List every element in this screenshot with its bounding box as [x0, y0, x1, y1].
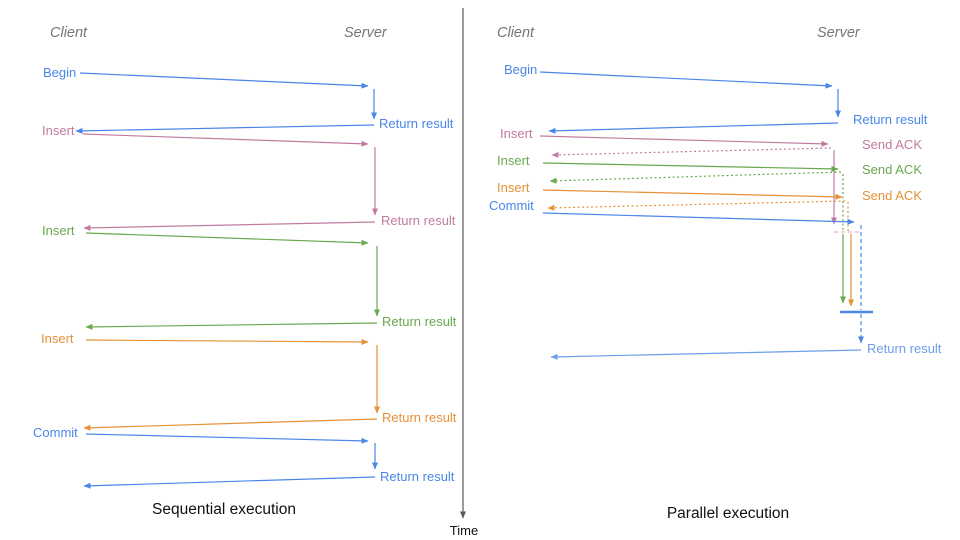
par-commit-label: Commit [489, 198, 534, 213]
seq-insert2-return-line [85, 322, 378, 330]
seq-commit-label: Commit [33, 425, 78, 440]
seq-insert1-request-line [82, 133, 369, 147]
seq-commit-return-line [83, 476, 376, 489]
par-begin-return-label: Return result [853, 112, 928, 127]
seq-commit-request-line [85, 433, 369, 444]
seq-insert2-return-label: Return result [382, 314, 457, 329]
seq-insert1-return-label: Return result [381, 213, 456, 228]
par-server-header: Server [817, 25, 860, 41]
seq-begin-return-line [75, 124, 375, 134]
seq-insert3-label: Insert [41, 331, 74, 346]
seq-begin-request-line [79, 72, 369, 89]
par-insert3-label: Insert [497, 180, 530, 195]
par-insert1-ack-line [551, 147, 832, 158]
par-insert1-request-line [539, 135, 829, 147]
par-final-return-line [550, 349, 862, 360]
par-insert2-ack-line [549, 171, 842, 184]
seq-insert3-return-label: Return result [382, 410, 457, 425]
seq-begin-label: Begin [43, 65, 77, 80]
seq-begin-return-label: Return result [379, 116, 454, 131]
par-insert3-ack-label: Send ACK [862, 188, 922, 203]
par-insert2-label: Insert [497, 153, 530, 168]
par-begin-return-line [548, 122, 839, 134]
time-axis-label: Time [449, 523, 479, 538]
par-insert2-ack-label: Send ACK [862, 162, 922, 177]
par-final-return-label: Return result [867, 341, 942, 356]
seq-client-header: Client [50, 25, 88, 41]
seq-insert3-request-line [85, 338, 369, 345]
par-insert1-label: Insert [500, 126, 533, 141]
par-begin-label: Begin [504, 62, 538, 77]
seq-insert3-return-line [83, 418, 378, 431]
seq-insert1-return-line [83, 221, 376, 231]
par-insert1-ack-label: Send ACK [862, 137, 922, 152]
seq-commit-return-label: Return result [380, 469, 455, 484]
seq-panel-title: Sequential execution [152, 501, 296, 518]
par-insert3-request-line [542, 189, 843, 200]
seq-insert2-request-line [85, 232, 369, 246]
par-commit-request-line [542, 212, 855, 225]
par-insert2-request-line [542, 162, 839, 172]
seq-server-header: Server [344, 25, 387, 41]
par-begin-request-line [539, 71, 833, 89]
par-insert3-ack-line [547, 200, 846, 211]
par-client-header: Client [497, 25, 535, 41]
seq-insert1-label: Insert [42, 123, 75, 138]
par-panel-title: Parallel execution [666, 505, 790, 522]
seq-insert2-label: Insert [42, 223, 75, 238]
